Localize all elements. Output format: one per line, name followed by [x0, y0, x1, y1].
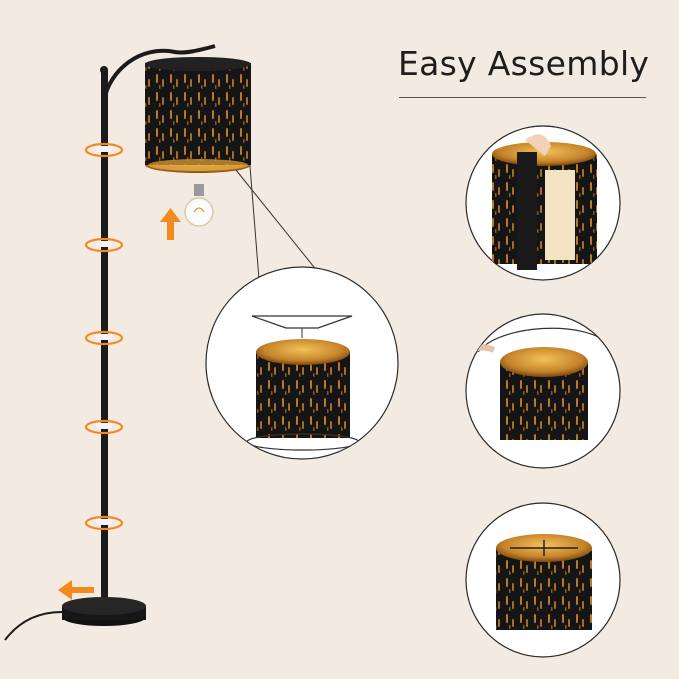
lamp-base	[4, 597, 146, 641]
up-arrow-icon	[160, 208, 181, 240]
step-3-circle	[465, 502, 621, 658]
title-divider	[399, 97, 646, 98]
step-1-circle	[465, 125, 621, 281]
light-bulb-icon	[184, 184, 214, 227]
left-arrow-icon	[58, 580, 94, 600]
lamp-shade	[145, 57, 251, 173]
page-title: Easy Assembly	[398, 44, 650, 83]
rotate-arrow-icon	[84, 142, 124, 614]
step-2-circle	[465, 313, 621, 469]
callout-shade-install	[205, 266, 399, 460]
